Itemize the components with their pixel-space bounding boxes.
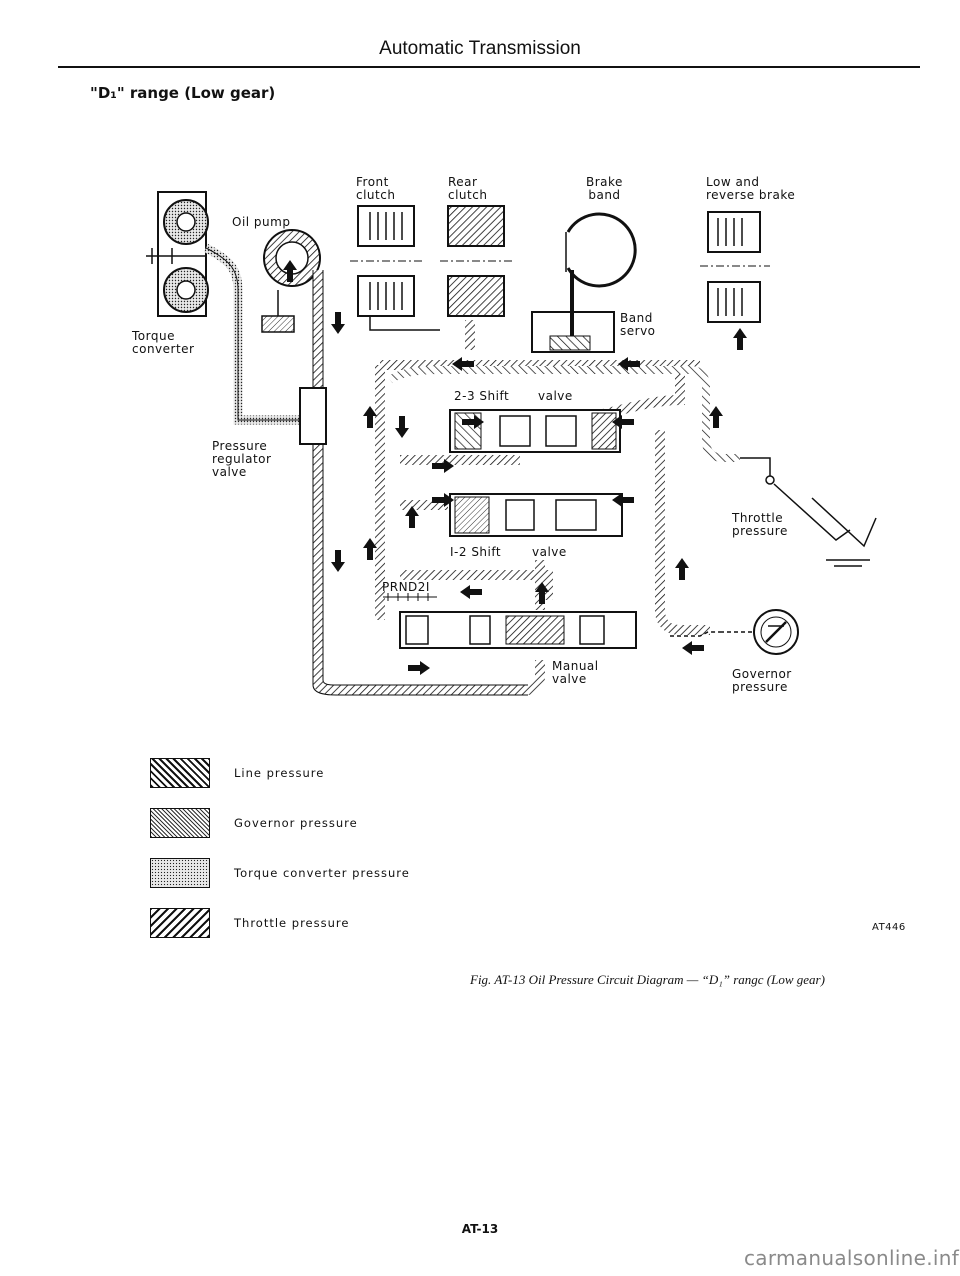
legend-swatch-line-pressure [150,758,210,788]
pressure-regulator-valve [299,387,327,445]
manual-valve [383,593,637,649]
figure-code: AT446 [872,922,906,933]
label-shift-12: I-2 Shift [450,545,502,559]
label-throttle-pressure: Throttle pressure [732,511,788,538]
range-heading: "D₁" range (Low gear) [90,84,276,102]
page-number: AT-13 [461,1222,499,1236]
shift-valve-1-2 [449,493,623,537]
governor [670,609,799,655]
legend-label-torque-converter-pressure: Torque converter pressure [234,866,410,880]
legend-label-line-pressure: Line pressure [234,766,325,780]
label-manual-valve: Manual valve [552,659,599,686]
label-pressure-regulator-valve: Pressure regulator valve [212,439,272,479]
legend-label-governor-pressure: Governor pressure [234,816,358,830]
label-torque-converter: Torque converter [132,329,195,356]
legend-swatch-torque-converter-pressure [150,858,210,888]
torque-converter [146,191,209,317]
throttle-pedal [740,457,877,567]
front-clutch [350,205,440,331]
label-shift-12-valve: valve [532,545,567,559]
page-header-title: Automatic Transmission [379,38,581,59]
band-servo [531,270,615,353]
legend-label-throttle-pressure: Throttle pressure [234,916,350,930]
watermark: carmanualsonline.info [744,1246,960,1270]
rear-clutch [440,205,512,317]
label-brake-band: Brake band [586,175,623,202]
header-rule [58,66,920,68]
legend-swatch-governor-pressure [150,808,210,838]
label-governor-pressure: Governor pressure [732,667,792,694]
label-shift-23-valve: valve [538,389,573,403]
brake-band [565,212,637,288]
figure-caption: Fig. AT-13 Oil Pressure Circuit Diagram … [470,972,825,987]
low-reverse-brake [700,211,770,323]
label-prnd21: PRND2I [382,580,430,594]
legend-swatch-throttle-pressure [150,908,210,938]
label-band-servo: Band servo [620,311,656,338]
label-oil-pump: Oil pump [232,215,291,229]
label-front-clutch: Front clutch [356,175,396,202]
shift-valve-2-3 [449,409,621,453]
label-rear-clutch: Rear clutch [448,175,488,202]
label-low-reverse-brake: Low and reverse brake [706,175,796,202]
label-shift-23: 2-3 Shift [454,389,510,403]
oil-pump [261,229,321,333]
